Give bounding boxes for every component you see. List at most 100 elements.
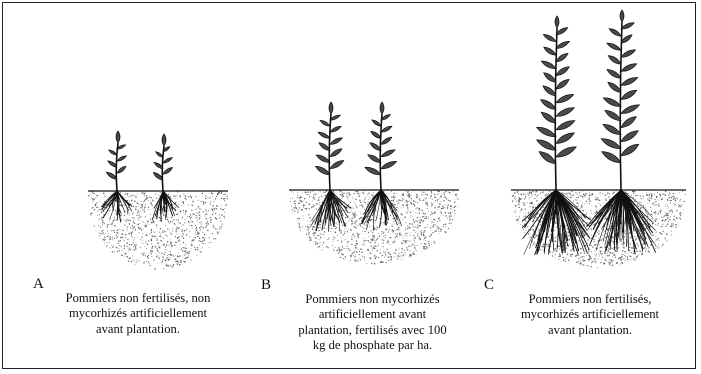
soil-dot-b	[409, 241, 410, 242]
caption-panel-a: Pommiers non fertilisés, non mycorhizés …	[43, 291, 233, 337]
soil-dot-a	[210, 266, 211, 267]
soil-dot-a	[206, 222, 207, 223]
soil-dot-a	[220, 243, 221, 244]
soil-dot-b	[355, 212, 356, 213]
soil-dot-b	[339, 252, 340, 253]
plant-leaf	[608, 82, 621, 92]
soil-dot-a	[166, 263, 167, 264]
soil-dot-c	[664, 194, 665, 195]
soil-dot-b	[421, 230, 422, 231]
soil-dot-a	[167, 255, 168, 256]
soil-dot-b	[327, 247, 328, 248]
soil-dot-c	[533, 261, 534, 262]
soil-dot-c	[538, 262, 539, 263]
soil-dot-a	[116, 247, 118, 249]
soil-dot-c	[651, 267, 652, 268]
soil-dot-b	[425, 263, 426, 264]
soil-dot-c	[511, 253, 512, 254]
soil-dot-c	[541, 211, 542, 212]
plant-leaf	[316, 166, 330, 175]
soil-dot-c	[589, 234, 590, 235]
soil-dot-a	[166, 244, 167, 245]
soil-dot-c	[658, 256, 659, 257]
soil-dot-c	[657, 196, 658, 197]
soil-dot-c	[678, 264, 679, 265]
soil-dot-a	[88, 233, 89, 234]
soil-dot-c	[660, 196, 661, 197]
soil-dot-b	[417, 225, 418, 226]
soil-dot-b	[451, 241, 452, 242]
soil-dot-b	[438, 206, 440, 208]
soil-dot-c	[668, 245, 669, 246]
soil-dot-c	[610, 252, 612, 254]
soil-dot-a	[124, 220, 125, 221]
soil-dot-a	[124, 256, 125, 257]
soil-dot-b	[384, 252, 385, 253]
soil-dot-b	[347, 262, 348, 263]
soil-dot-c	[513, 211, 514, 212]
soil-dot-b	[305, 252, 306, 253]
soil-dot-c	[656, 262, 657, 263]
soil-dot-b	[308, 203, 309, 204]
plant-leaf	[370, 143, 381, 151]
soil-dot-b	[418, 260, 420, 262]
soil-dot-a	[88, 226, 90, 228]
soil-dot-a	[144, 225, 146, 227]
soil-dot-c	[671, 234, 672, 235]
soil-dot-b	[434, 196, 436, 198]
soil-dot-b	[447, 256, 448, 257]
plant-leaf	[543, 35, 556, 42]
soil-dot-b	[323, 247, 324, 248]
soil-dot-c	[655, 266, 656, 267]
soil-dot-b	[419, 198, 420, 199]
soil-dot-a	[191, 210, 192, 211]
soil-dot-a	[151, 243, 152, 244]
soil-dot-b	[299, 244, 300, 245]
soil-dot-a	[144, 211, 145, 212]
soil-dot-b	[355, 224, 356, 225]
soil-dot-b	[354, 245, 355, 246]
soil-dot-b	[301, 235, 302, 236]
soil-dot-b	[454, 241, 455, 242]
soil-dot-b	[385, 255, 386, 256]
soil-dot-b	[302, 259, 303, 260]
soil-dot-b	[451, 244, 452, 245]
soil-dot-a	[158, 257, 159, 258]
soil-dot-b	[416, 250, 417, 251]
soil-dot-b	[327, 239, 328, 240]
soil-dot-c	[674, 256, 675, 257]
soil-dot-a	[225, 219, 226, 220]
soil-dot-c	[536, 258, 537, 259]
soil-dot-b	[417, 245, 418, 246]
soil-dot-b	[456, 253, 457, 254]
soil-dot-b	[358, 235, 359, 236]
soil-dot-b	[428, 217, 429, 218]
panel-letter-a: A	[33, 277, 44, 292]
soil-dot-b	[426, 248, 427, 249]
soil-dot-b	[378, 233, 379, 234]
soil-dot-c	[629, 232, 630, 233]
soil-dot-a	[210, 221, 211, 222]
soil-dot-a	[222, 223, 223, 224]
soil-dot-c	[672, 265, 673, 266]
soil-dot-b	[360, 263, 362, 265]
soil-dot-b	[295, 250, 296, 251]
soil-dot-b	[431, 221, 432, 222]
soil-dot-b	[337, 260, 338, 261]
soil-dot-c	[522, 233, 523, 234]
soil-dot-c	[651, 265, 652, 266]
soil-dot-a	[217, 231, 218, 232]
soil-dot-b	[455, 194, 456, 195]
soil-dot-a	[134, 201, 135, 202]
soil-dot-c	[602, 235, 603, 236]
soil-dot-b	[323, 234, 324, 235]
plant-leaf	[621, 35, 632, 43]
soil-dot-b	[303, 254, 304, 255]
soil-dot-b	[415, 220, 416, 221]
soil-dot-a	[92, 241, 94, 243]
soil-dot-a	[142, 192, 143, 193]
soil-dot-c	[521, 259, 522, 260]
soil-dot-c	[651, 266, 652, 267]
soil-dot-c	[629, 267, 630, 268]
soil-dot-a	[158, 252, 159, 253]
